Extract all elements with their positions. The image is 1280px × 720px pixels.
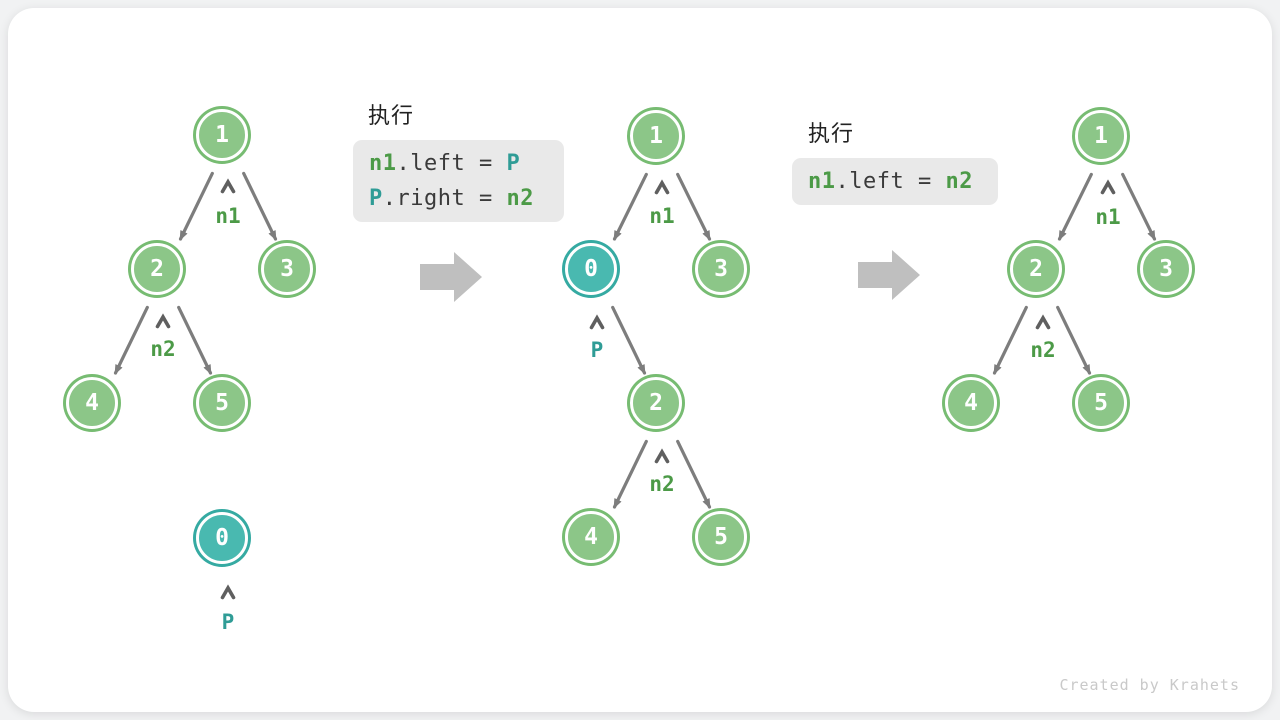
tree-node: 2 — [630, 377, 682, 429]
code-line: P.right = n2 — [369, 186, 534, 211]
pointer-label-n1: n1 — [1095, 205, 1121, 229]
pointer-label-p: P — [221, 610, 235, 634]
code-block: n1.left = n2 — [792, 158, 998, 205]
code-block: n1.left = P P.right = n2 — [353, 140, 564, 222]
tree-node: 5 — [695, 511, 747, 563]
pointer-label-n2: n2 — [1030, 338, 1056, 362]
tree-node: 2 — [131, 243, 183, 295]
node-value: 2 — [1029, 256, 1043, 282]
node-value: 1 — [215, 122, 229, 148]
tree-node: 5 — [1075, 377, 1127, 429]
node-value: 4 — [584, 524, 598, 550]
pointer-label-p: P — [590, 338, 604, 362]
pointer-label-n1: n1 — [649, 204, 675, 228]
tree-node-detached: 0 — [196, 512, 248, 564]
tree-node: 3 — [695, 243, 747, 295]
code-line: n1.left = P — [369, 151, 521, 176]
background-card — [8, 8, 1272, 712]
tree-node: 1 — [1075, 110, 1127, 162]
pointer-label-n2: n2 — [649, 472, 675, 496]
code-line: n1.left = n2 — [808, 169, 973, 194]
tree-node: 5 — [196, 377, 248, 429]
pointer-label-n2: n2 — [150, 337, 176, 361]
node-value: 3 — [714, 256, 728, 282]
tree-node: 3 — [261, 243, 313, 295]
tree-node: 0 — [565, 243, 617, 295]
node-value: 1 — [649, 123, 663, 149]
operation-title: 执行 — [808, 121, 855, 146]
tree-node: 4 — [66, 377, 118, 429]
node-value: 5 — [1094, 390, 1108, 416]
node-value: 5 — [215, 390, 229, 416]
node-value: 5 — [714, 524, 728, 550]
node-value: 3 — [280, 256, 294, 282]
node-value: 0 — [584, 256, 598, 282]
pointer-label-n1: n1 — [215, 204, 241, 228]
node-value: 2 — [649, 390, 663, 416]
tree-node: 4 — [945, 377, 997, 429]
node-value: 2 — [150, 256, 164, 282]
node-value: 0 — [215, 525, 229, 551]
tree-node: 1 — [630, 110, 682, 162]
tree-node: 1 — [196, 109, 248, 161]
node-value: 1 — [1094, 123, 1108, 149]
tree-node: 4 — [565, 511, 617, 563]
operation-title: 执行 — [368, 103, 415, 128]
node-value: 4 — [85, 390, 99, 416]
tree-node: 3 — [1140, 243, 1192, 295]
tree-node: 2 — [1010, 243, 1062, 295]
watermark: Created by Krahets — [1059, 676, 1240, 694]
node-value: 3 — [1159, 256, 1173, 282]
node-value: 4 — [964, 390, 978, 416]
